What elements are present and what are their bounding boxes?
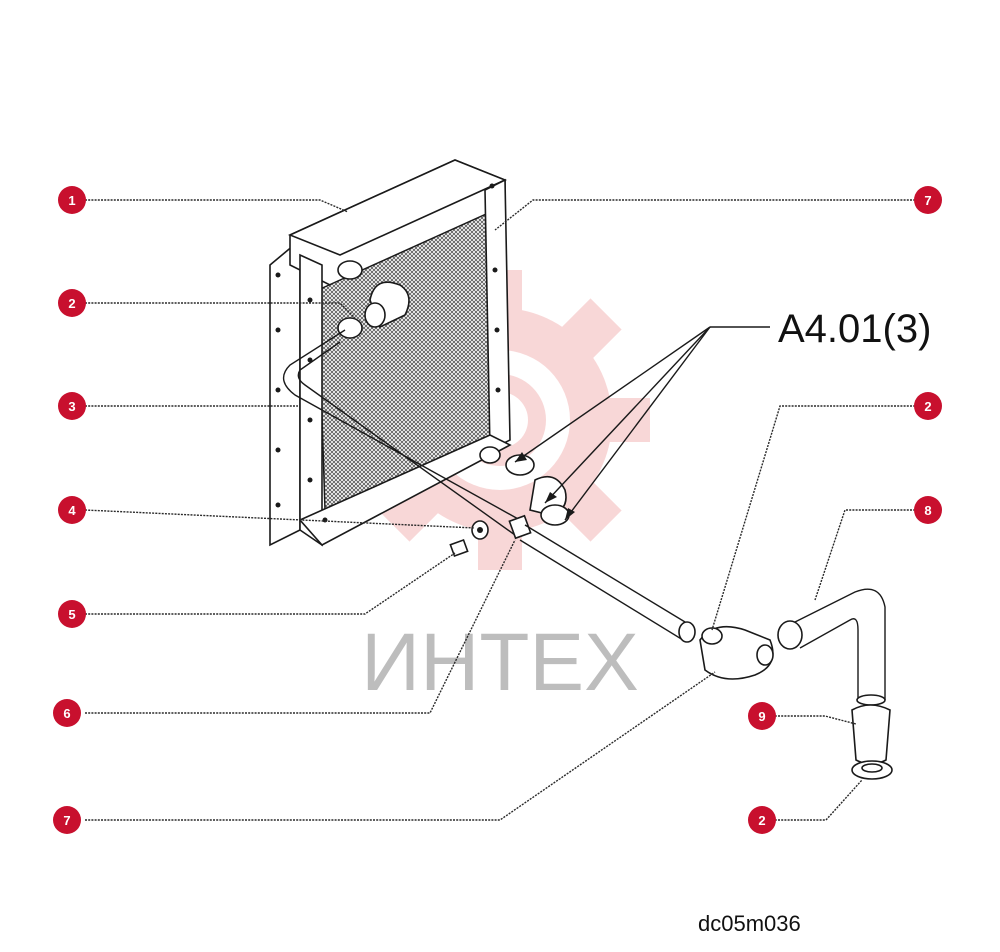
right-pipe (777, 588, 886, 706)
callout-number: 4 (68, 503, 76, 518)
callout-marker[interactable]: 1 (58, 186, 86, 214)
callout-number: 1 (68, 193, 75, 208)
callout-marker[interactable]: 6 (53, 699, 81, 727)
callout-marker[interactable]: 7 (914, 186, 942, 214)
upper-elbow-hose (337, 281, 410, 339)
callout-number: 9 (758, 709, 765, 724)
upper-pipe (282, 329, 521, 536)
washer-and-bolt (449, 520, 489, 558)
lower-elbow-hose (699, 625, 774, 680)
reference-label: A4.01(3) (778, 307, 931, 351)
watermark-text: ИНТЕХ (361, 617, 639, 708)
callout-marker[interactable]: 7 (53, 806, 81, 834)
callout-number: 7 (63, 813, 70, 828)
callout-number: 3 (68, 399, 75, 414)
callout-number: 7 (924, 193, 931, 208)
callout-number: 6 (63, 706, 70, 721)
callout-marker[interactable]: 2 (748, 806, 776, 834)
callout-marker[interactable]: 3 (58, 392, 86, 420)
drawing-code: dc05m036 (698, 911, 801, 936)
radiator (269, 159, 512, 547)
callout-marker[interactable]: 8 (914, 496, 942, 524)
bottom-hose (851, 704, 893, 780)
callout-number: 2 (758, 813, 765, 828)
leader-lines (84, 199, 928, 821)
callout-number: 2 (68, 296, 75, 311)
callout-marker[interactable]: 4 (58, 496, 86, 524)
callout-number: 8 (924, 503, 931, 518)
lower-pipe (519, 524, 696, 643)
lower-hose-clamps (505, 454, 570, 540)
callout-number: 5 (68, 607, 75, 622)
callout-marker[interactable]: 9 (748, 702, 776, 730)
callout-number: 2 (924, 399, 931, 414)
callout-marker[interactable]: 2 (914, 392, 942, 420)
callout-marker[interactable]: 2 (58, 289, 86, 317)
callout-marker[interactable]: 5 (58, 600, 86, 628)
